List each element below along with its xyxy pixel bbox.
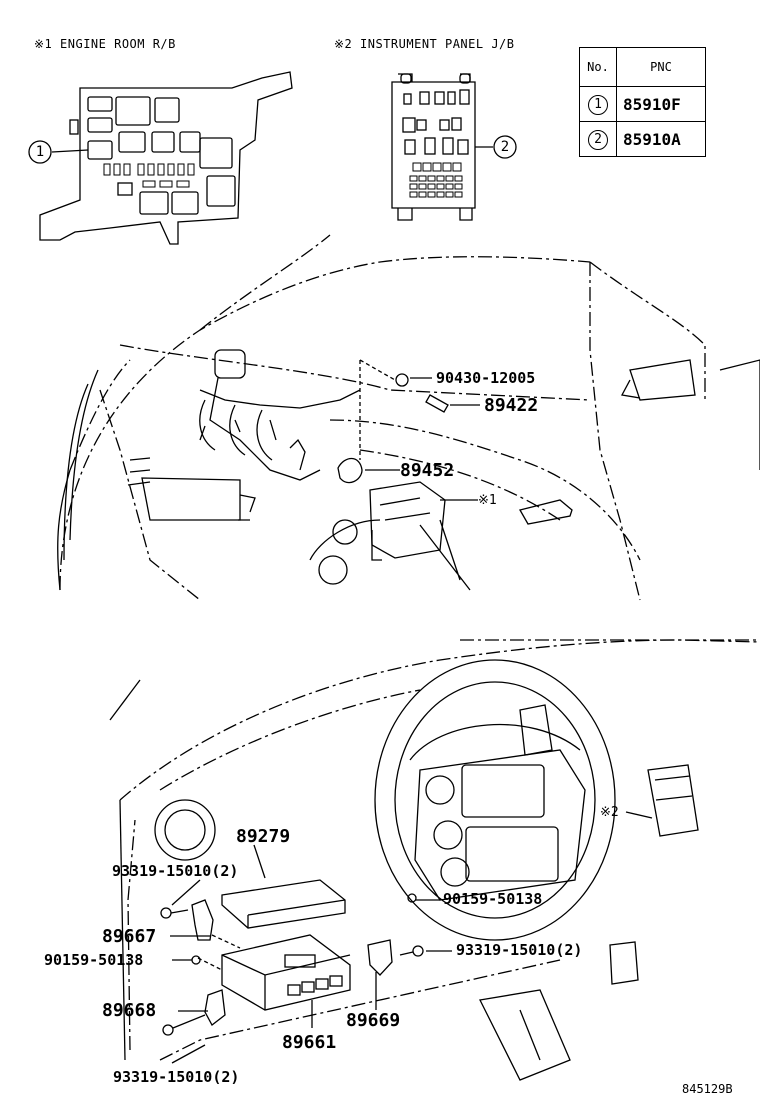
engine-room-mark: ※1 xyxy=(34,37,53,51)
engine-room-inset-title: ※1 ENGINE ROOM R/B xyxy=(34,37,176,51)
pnc-row-number: 1 xyxy=(588,95,608,115)
pnc-header-no: No. xyxy=(579,47,617,87)
part-label-89661: 89661 xyxy=(282,1032,337,1053)
instrument-panel-block-reference: ※2 xyxy=(600,805,619,820)
engine-bay-drawing xyxy=(57,234,760,601)
part-label-93319-15010-right: 93319-15010(2) xyxy=(456,941,583,959)
pnc-row-code: 85910F xyxy=(616,86,706,122)
engine-room-callout-number: 1 xyxy=(35,144,45,160)
instrument-panel-junction-block-drawing xyxy=(391,73,517,221)
part-label-89422: 89422 xyxy=(484,395,539,416)
part-label-89452: 89452 xyxy=(400,460,455,481)
part-label-90159-50138-left: 90159-50138 xyxy=(44,951,144,969)
pnc-row-code: 85910A xyxy=(616,121,706,157)
engine-room-block-reference: ※1 xyxy=(478,493,497,508)
engine-room-title: ENGINE ROOM R/B xyxy=(60,37,176,51)
instrument-panel-mark: ※2 xyxy=(334,37,353,51)
engine-room-relay-block-drawing xyxy=(28,71,293,245)
part-label-89668: 89668 xyxy=(102,1000,157,1021)
instrument-panel-inset-title: ※2 INSTRUMENT PANEL J/B xyxy=(334,37,515,51)
pnc-table-header-row: No. PNC xyxy=(579,47,706,87)
pnc-header-pnc: PNC xyxy=(616,47,706,87)
instrument-panel-callout-number: 2 xyxy=(500,139,510,155)
pnc-table-row: 2 85910A xyxy=(579,121,706,157)
pnc-table: No. PNC 1 85910F 2 85910A xyxy=(579,47,706,157)
part-label-89279: 89279 xyxy=(236,826,291,847)
part-label-93319-15010-lower: 93319-15010(2) xyxy=(113,1068,240,1086)
part-label-90159-50138-right: 90159-50138 xyxy=(443,890,543,908)
figure-id: 845129B xyxy=(682,1082,733,1096)
part-label-89667: 89667 xyxy=(102,926,157,947)
dashboard-drawing xyxy=(109,639,760,1081)
pnc-row-number: 2 xyxy=(588,130,608,150)
part-label-93319-15010-upper: 93319-15010(2) xyxy=(112,862,239,880)
part-label-89669: 89669 xyxy=(346,1010,401,1031)
part-label-90430-12005: 90430-12005 xyxy=(436,369,536,387)
instrument-panel-title: INSTRUMENT PANEL J/B xyxy=(360,37,515,51)
pnc-table-row: 1 85910F xyxy=(579,86,706,122)
